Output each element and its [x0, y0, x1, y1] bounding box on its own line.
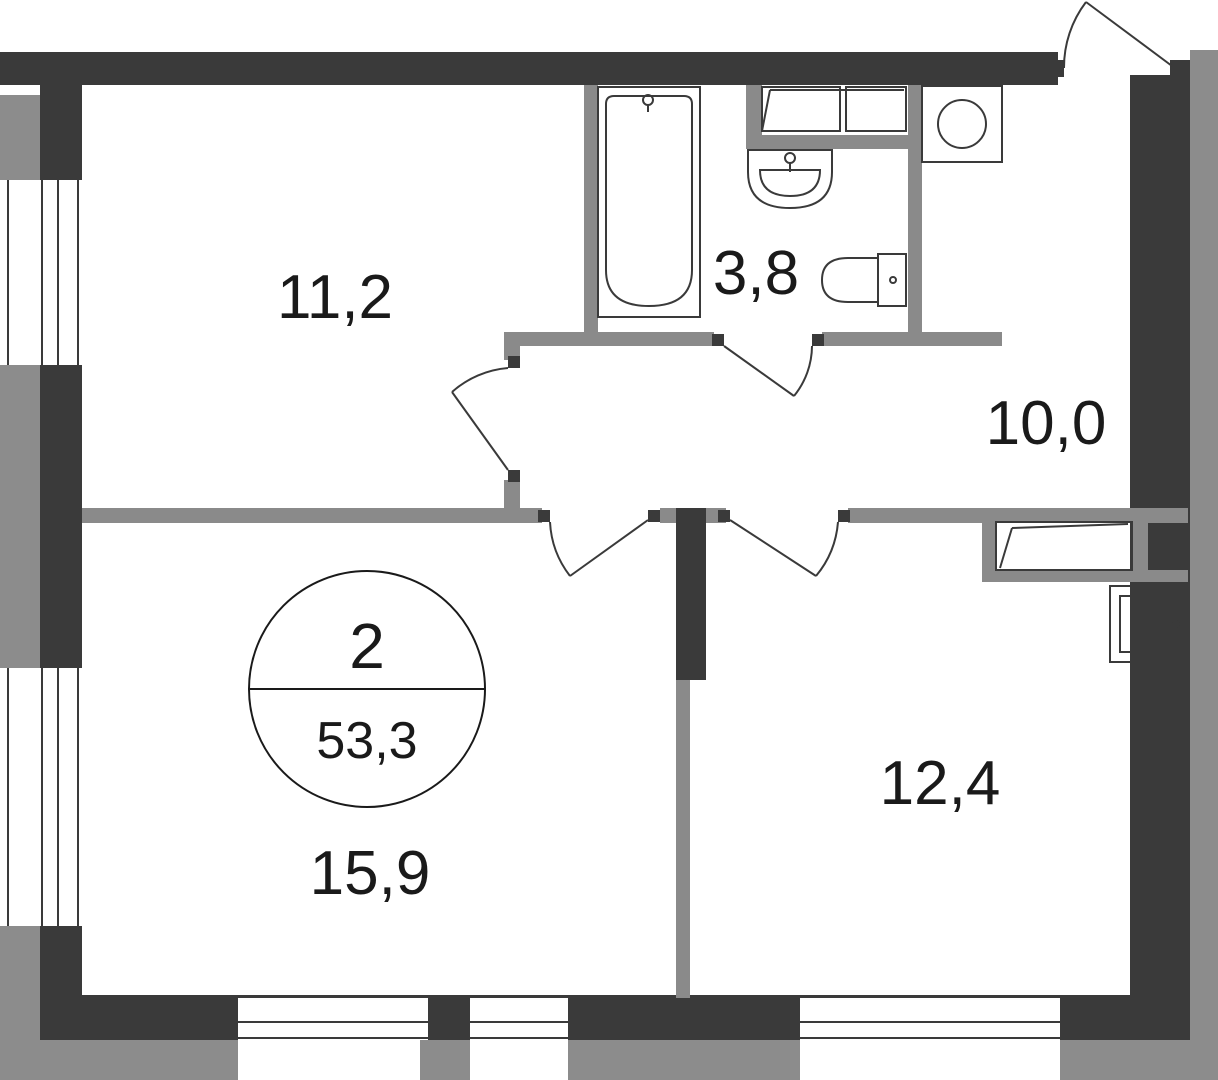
door-bedroom [451, 367, 509, 471]
toilet-icon [820, 253, 907, 307]
bathroom-shelf-icon [761, 86, 907, 132]
washing-machine-icon [921, 85, 1003, 163]
bathtub-icon [597, 86, 701, 318]
window-bottom-middle [470, 998, 568, 1080]
kitchen-sink-icon [1109, 585, 1185, 663]
sink-icon [747, 149, 833, 210]
window-left-top [0, 180, 82, 365]
inner-walls [82, 85, 1188, 998]
apartment-badge: 2 53,3 [248, 570, 486, 808]
kitchen-counter-icon [995, 521, 1133, 571]
room-area-kitchen: 12,4 [880, 749, 1001, 818]
door-jambs [508, 334, 850, 522]
facade [0, 50, 1218, 1080]
room-area-hallway: 10,0 [986, 389, 1107, 458]
interior-doors [451, 345, 839, 577]
window-bottom-left [238, 998, 475, 1080]
door-living-room [549, 519, 649, 577]
room-area-living-room: 15,9 [310, 839, 431, 908]
window-bottom-right [800, 998, 1060, 1080]
window-left-bottom [0, 668, 82, 926]
door-kitchen [729, 519, 839, 577]
badge-total-area: 53,3 [316, 712, 417, 770]
entrance-door [1062, 1, 1173, 69]
room-area-bedroom-top: 11,2 [277, 263, 393, 332]
door-bathroom [723, 345, 813, 397]
badge-room-count: 2 [349, 610, 385, 682]
room-area-bathroom: 3,8 [713, 239, 799, 308]
